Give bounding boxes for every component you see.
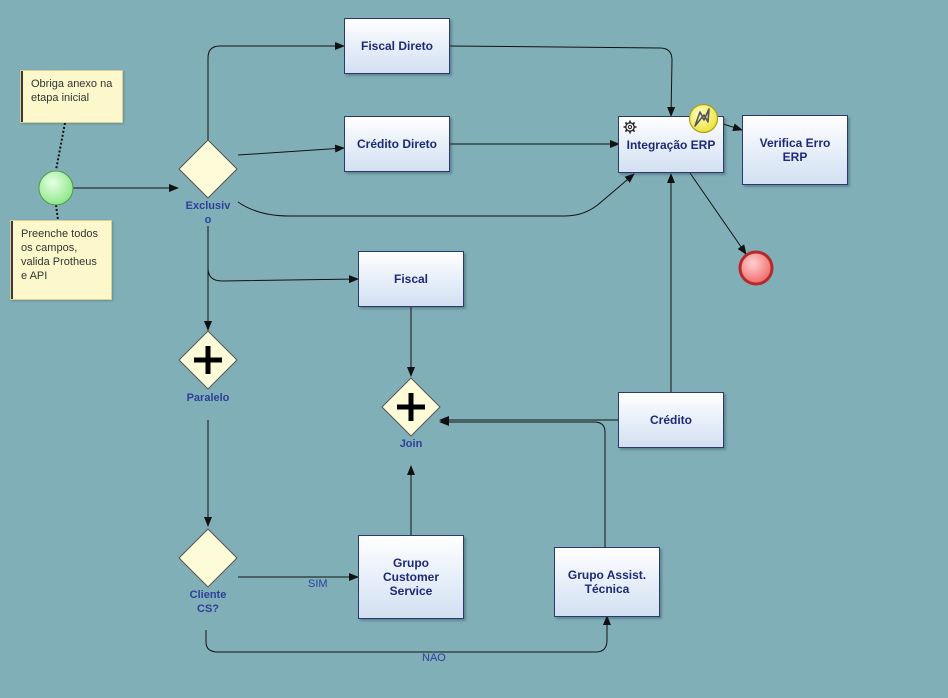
- gateway-paralelo-label: Paralelo: [186, 392, 230, 404]
- note-association-anexo: [55, 122, 66, 171]
- task-verifica-erro-erp[interactable]: Verifica Erro ERP: [742, 115, 848, 185]
- task-fiscal-label: Fiscal: [393, 272, 429, 286]
- flow-label-sim: SIM: [308, 578, 328, 590]
- flow-grupo-assist-to-join[interactable]: [439, 418, 606, 547]
- note-anexo-text: Obriga anexo na etapa inicial: [31, 78, 113, 104]
- gateway-cliente-cs[interactable]: [178, 528, 238, 588]
- note-preenche-text: Preenche todos os campos, valida Protheu…: [21, 228, 99, 282]
- parallel-plus-icon: [397, 393, 425, 421]
- service-gear-icon: [623, 120, 637, 134]
- task-verifica-erro-erp-label: Verifica Erro ERP: [759, 136, 831, 164]
- flow-label-nao: NÃO: [422, 652, 446, 664]
- parallel-plus-icon: [194, 346, 222, 374]
- task-fiscal[interactable]: Fiscal: [358, 251, 464, 307]
- flow-cliente-cs-to-grupo-assist[interactable]: [205, 615, 611, 653]
- note-anexo: Obriga anexo na etapa inicial: [20, 70, 123, 123]
- task-grupo-customer-service[interactable]: Grupo Customer Service: [358, 535, 464, 619]
- flow-exclusivo-to-integracao[interactable]: [237, 173, 635, 217]
- gateway-exclusivo-label: Exclusiv o: [185, 200, 231, 226]
- task-integracao-erp-label: Integração ERP: [626, 137, 716, 152]
- flow-exclusivo-to-fiscal[interactable]: [207, 267, 359, 284]
- task-grupo-assist-tecnica-label: Grupo Assist. Técnica: [567, 568, 647, 596]
- flow-exclusivo-to-fiscal-direto[interactable]: [207, 42, 345, 140]
- task-credito-direto-label: Crédito Direto: [356, 137, 437, 151]
- note-association-preenche: [55, 204, 59, 221]
- end-event[interactable]: [738, 250, 774, 286]
- note-preenche: Preenche todos os campos, valida Protheu…: [10, 220, 112, 300]
- flow-fiscal-direto-to-integracao[interactable]: [449, 45, 676, 117]
- gateway-paralelo[interactable]: [178, 330, 238, 390]
- flow-integracao-to-end[interactable]: [689, 172, 747, 255]
- task-credito-direto[interactable]: Crédito Direto: [344, 116, 450, 172]
- gateway-exclusivo[interactable]: [178, 139, 238, 199]
- task-credito-label: Crédito: [650, 413, 692, 427]
- task-grupo-customer-service-label: Grupo Customer Service: [382, 556, 439, 598]
- gateway-join-label: Join: [399, 438, 423, 450]
- task-fiscal-direto-label: Fiscal Direto: [360, 39, 434, 53]
- start-event[interactable]: [38, 170, 74, 206]
- flow-exclusivo-to-credito-direto[interactable]: [237, 144, 345, 156]
- error-boundary-icon[interactable]: [688, 103, 719, 134]
- gateway-cliente-cs-label: Cliente CS?: [189, 589, 227, 615]
- gateway-join[interactable]: [381, 377, 441, 437]
- task-grupo-assist-tecnica[interactable]: Grupo Assist. Técnica: [554, 547, 660, 617]
- task-credito[interactable]: Crédito: [618, 392, 724, 448]
- task-fiscal-direto[interactable]: Fiscal Direto: [344, 18, 450, 74]
